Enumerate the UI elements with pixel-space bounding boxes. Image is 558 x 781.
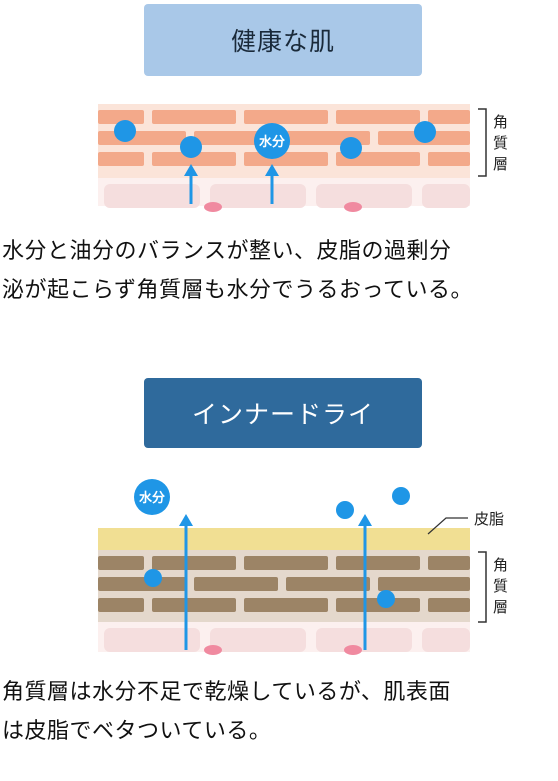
dry-cell-nucleus xyxy=(344,645,362,655)
inner-dry-description: 角質層は水分不足で乾燥しているが、肌表面 は皮脂でベタついている。 xyxy=(2,673,558,751)
water-label: 水分 xyxy=(139,490,165,506)
stratum-label-char: 角 xyxy=(493,113,508,131)
water-label: 水分 xyxy=(259,134,285,150)
description-line: 泌が起こらず角質層も水分でうるおっている。 xyxy=(2,278,473,303)
description-line: は皮脂でベタついている。 xyxy=(2,719,272,744)
inner-dry-diagram: 水分 皮脂 角 質 層 xyxy=(98,479,508,655)
water-arrow xyxy=(184,164,198,204)
water-drop xyxy=(392,487,410,505)
water-arrow xyxy=(358,514,372,650)
inner-dry-title: インナードライ xyxy=(144,378,422,448)
sebum-layer xyxy=(98,528,470,550)
water-label-drop xyxy=(134,479,170,515)
water-drop xyxy=(340,137,362,159)
stratum-label-char: 質 xyxy=(493,134,508,152)
stratum-label-char: 質 xyxy=(493,577,508,595)
water-drop xyxy=(414,121,436,143)
water-arrow xyxy=(179,514,193,650)
stratum-label-char: 角 xyxy=(493,556,508,574)
water-drop xyxy=(377,590,395,608)
water-drop xyxy=(144,569,162,587)
stratum-bracket xyxy=(478,551,487,623)
water-label-drop xyxy=(254,123,290,159)
sebum-label: 皮脂 xyxy=(474,510,504,528)
water-drop xyxy=(180,136,202,158)
stratum-label-char: 層 xyxy=(493,155,508,173)
description-line: 水分と油分のバランスが整い、皮脂の過剰分 xyxy=(2,239,452,264)
inner-dry-title-text: インナードライ xyxy=(191,400,374,429)
healthy-skin-title: 健康な肌 xyxy=(144,4,422,76)
healthy-cells xyxy=(104,184,470,208)
dry-cell-nucleus xyxy=(204,645,222,655)
description-line: 角質層は水分不足で乾燥しているが、肌表面 xyxy=(2,680,451,705)
water-drop xyxy=(114,120,136,142)
healthy-cell-nucleus xyxy=(204,202,222,212)
healthy-skin-description: 水分と油分のバランスが整い、皮脂の過剰分 泌が起こらず角質層も水分でうるおってい… xyxy=(2,232,558,310)
healthy-skin-diagram: 水分 角 質 層 xyxy=(98,104,508,212)
healthy-cell-nucleus xyxy=(344,202,362,212)
dry-brick-layer xyxy=(98,556,470,612)
stratum-bracket xyxy=(478,108,487,177)
stratum-label-char: 層 xyxy=(493,598,508,616)
healthy-skin-title-text: 健康な肌 xyxy=(230,27,335,56)
water-arrow xyxy=(265,164,279,204)
water-drop xyxy=(336,501,354,519)
sebum-pointer-line xyxy=(427,517,468,535)
